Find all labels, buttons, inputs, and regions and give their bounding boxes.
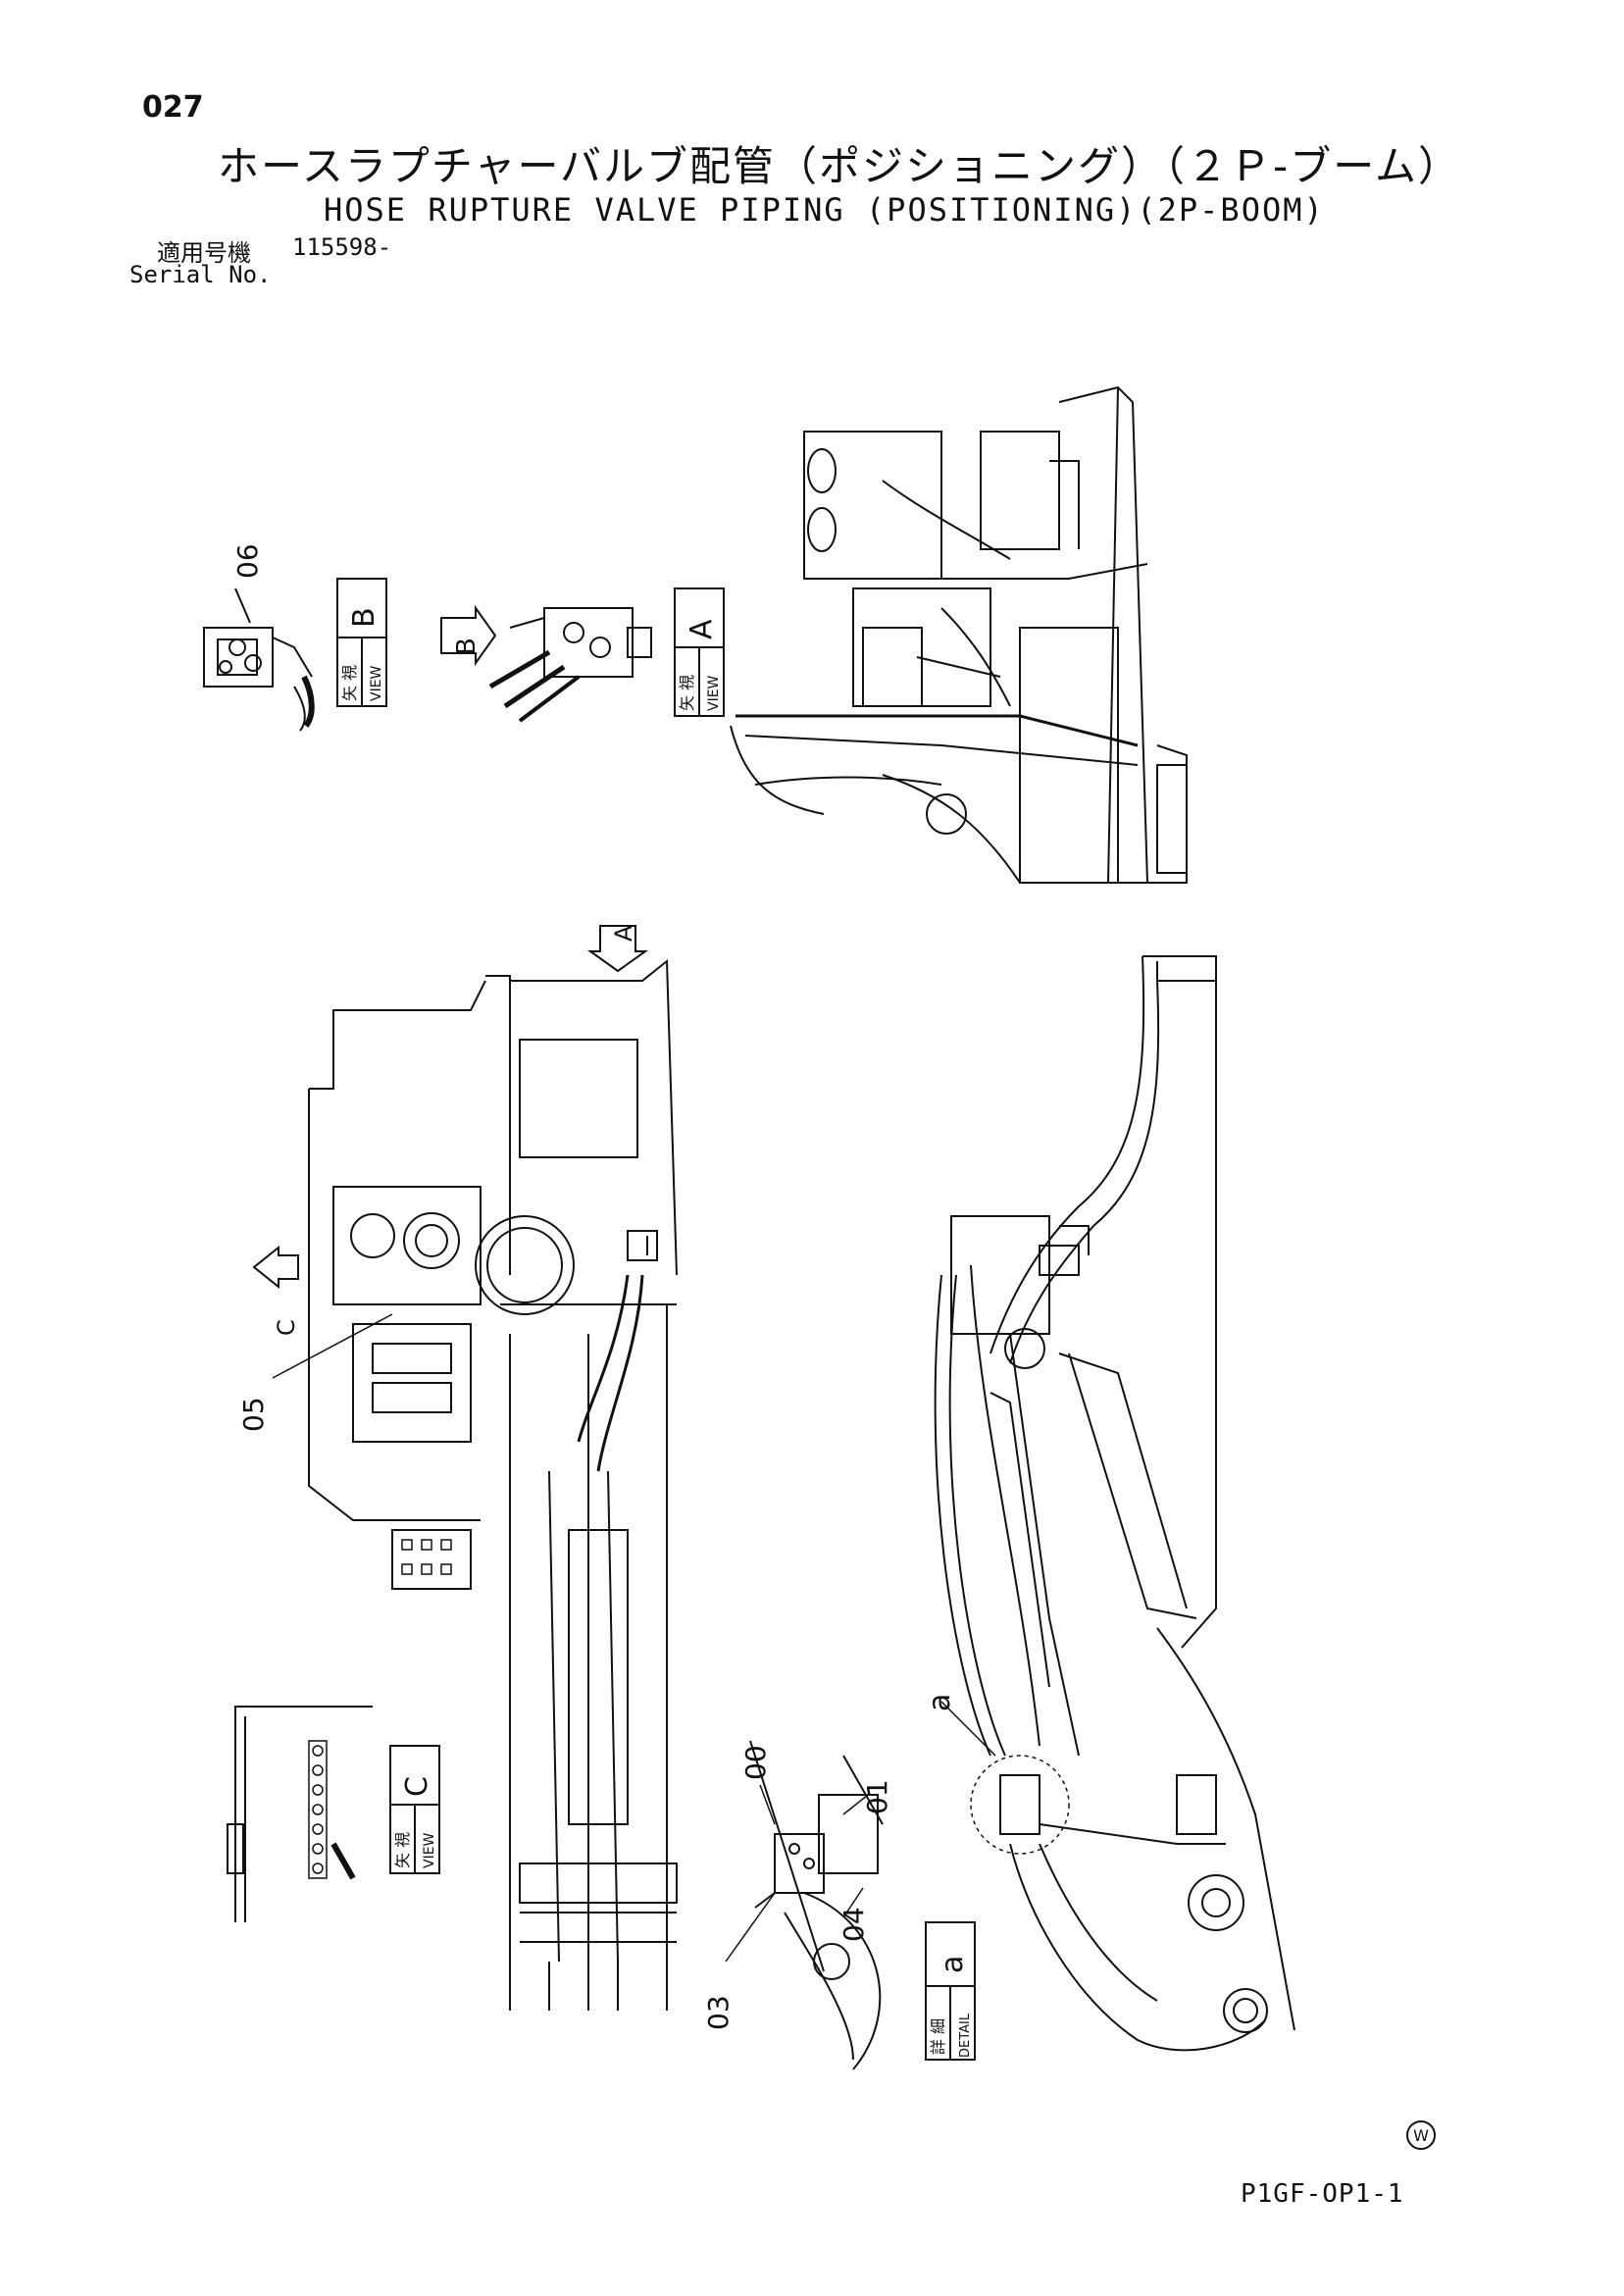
main-plan-view	[308, 958, 678, 2011]
page-number: 027	[142, 90, 204, 125]
w-mark-icon: W	[1406, 2120, 1436, 2150]
w-mark-letter: W	[1413, 2126, 1429, 2145]
view-b-label: 矢 視 VIEW B	[336, 578, 387, 707]
detail-a-en: DETAIL	[958, 2013, 973, 2058]
view-c-detail	[227, 1706, 373, 1922]
callout-00: 00	[739, 1745, 776, 1825]
detail-a-jp: 詳 細	[929, 2018, 947, 2055]
callout-04-label: 04	[837, 1907, 870, 1942]
detail-a-letter: a	[936, 1956, 970, 1973]
title-english: HOSE RUPTURE VALVE PIPING (POSITIONING)(…	[324, 191, 1325, 229]
view-a-jp: 矢 視	[678, 675, 696, 711]
view-a-en: VIEW	[706, 675, 722, 711]
view-b-letter: B	[347, 607, 381, 628]
callout-06-label: 06	[231, 543, 264, 579]
callout-05-label: 05	[237, 1397, 270, 1432]
detail-a	[749, 1740, 884, 2070]
arrow-b-label: B	[452, 638, 482, 655]
detail-a-label: 詳 細 DETAIL a	[925, 1921, 976, 2061]
view-c-letter: C	[400, 1776, 434, 1797]
callout-a-label: a	[923, 1694, 957, 1711]
view-b-jp: 矢 視	[340, 665, 359, 701]
view-c-label: 矢 視 VIEW C	[389, 1745, 440, 1874]
view-c-en: VIEW	[422, 1832, 437, 1868]
callout-01-label: 01	[861, 1779, 893, 1814]
callout-03: 03	[702, 1892, 776, 2030]
arrow-a-label: A	[610, 925, 637, 942]
view-a-letter: A	[685, 619, 719, 639]
upper-machine-view	[730, 385, 1188, 884]
callout-06: 06	[231, 543, 264, 579]
callout-03-label: 03	[702, 1995, 735, 2030]
arrow-c: C	[252, 1245, 300, 1336]
title-japanese: ホースラプチャーバルブ配管（ポジショニング）（２Ｐ-ブーム）	[218, 142, 1461, 190]
view-a-label: 矢 視 VIEW A	[674, 587, 725, 717]
serial-label-japanese: 適用号機	[157, 239, 251, 267]
callout-01: 01	[842, 1779, 893, 1815]
callout-00-label: 00	[739, 1745, 772, 1780]
serial-label-english: Serial No.	[129, 261, 272, 288]
drawing-code: P1GF-OP1-1	[1241, 2179, 1404, 2209]
arrow-c-label: C	[273, 1319, 300, 1336]
serial-value: 115598-	[292, 233, 392, 261]
right-boom-view	[934, 955, 1295, 2052]
view-b-en: VIEW	[369, 665, 384, 701]
arrow-b: B	[440, 604, 497, 667]
callout-a: a	[923, 1694, 996, 1757]
view-a-detail	[488, 607, 652, 723]
arrow-a: A	[586, 925, 649, 973]
view-c-jp: 矢 視	[393, 1832, 412, 1868]
view-b-detail	[203, 587, 315, 732]
callout-04: 04	[837, 1887, 870, 1942]
callout-05: 05	[237, 1313, 393, 1432]
